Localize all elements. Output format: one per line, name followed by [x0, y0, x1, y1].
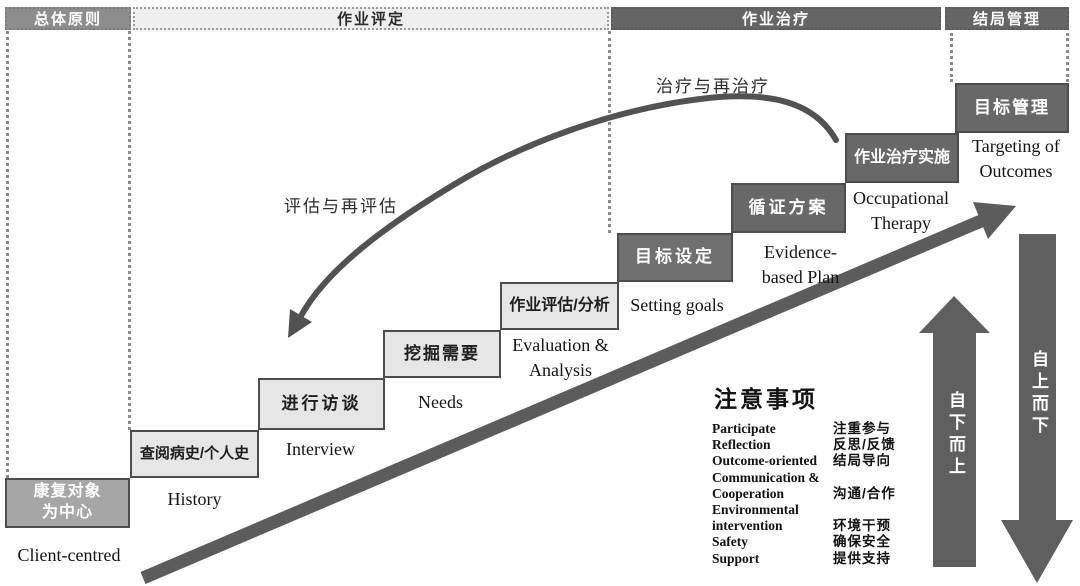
- note-row: Environmental: [712, 502, 917, 518]
- note-zh: 结局导向: [833, 453, 891, 469]
- notes-panel: 注意事项 Participate 注重参与 Reflection 反思/反馈 O…: [712, 380, 917, 567]
- note-row: Safety 确保安全: [712, 534, 917, 550]
- step-box-interview: 进行访谈: [258, 378, 385, 430]
- step-label-client-centred-en: Client-centred: [17, 545, 121, 565]
- note-zh: [833, 470, 917, 486]
- phase-header-outcome-management: 结局管理: [945, 7, 1069, 30]
- retreatment-loop-label: 治疗与再治疗: [656, 77, 770, 96]
- note-en: Environmental: [712, 502, 799, 518]
- phase-divider-line: [6, 31, 9, 478]
- note-en: Safety: [712, 534, 748, 550]
- phase-header-occupational-therapy: 作业治疗: [611, 7, 941, 30]
- step-label-interview-en: Interview: [286, 439, 355, 459]
- bottom-up-label: 自下而上: [946, 391, 965, 479]
- note-en: Cooperation: [712, 485, 784, 501]
- note-en: Communication &: [712, 469, 820, 485]
- note-zh: 注重参与: [833, 421, 891, 436]
- note-en: Reflection: [712, 437, 771, 453]
- reassessment-curved-arrow: [288, 93, 839, 338]
- phase-divider-line: [950, 33, 953, 82]
- step-label-occupational-therapy-en: Occupational Therapy: [853, 188, 949, 234]
- note-zh: 提供支持: [833, 550, 891, 566]
- phase-divider-line: [1066, 33, 1069, 82]
- main-progress-arrow: [140, 202, 1016, 584]
- note-zh: 环境干预: [833, 518, 891, 534]
- reassessment-loop-label: 评估与再评估: [284, 197, 398, 216]
- step-box-evaluation-analysis: 作业评估/分析: [500, 282, 619, 330]
- bottom-up-arrow: [919, 296, 990, 567]
- step-box-client-centred: 康复对象 为中心: [5, 478, 130, 528]
- step-box-goal-setting: 目标设定: [617, 233, 733, 282]
- step-label-evidence-based-plan-en: Evidence- based Plan: [761, 242, 840, 288]
- phase-divider-line: [128, 31, 131, 430]
- step-label-needs-en: Needs: [418, 392, 463, 412]
- step-box-outcome-management: 目标管理: [955, 83, 1069, 133]
- step-label-setting-goals-en: Setting goals: [630, 295, 724, 315]
- note-row: Cooperation 沟通/合作: [712, 486, 917, 502]
- step-label-evaluation-analysis-en: Evaluation & Analysis: [512, 335, 609, 381]
- note-en: Support: [712, 550, 760, 566]
- note-en: intervention: [712, 518, 783, 534]
- phase-divider-line: [608, 31, 611, 233]
- notes-title: 注意事项: [714, 386, 818, 412]
- step-label-targeting-outcomes-en: Targeting of Outcomes: [972, 136, 1060, 182]
- note-row: intervention 环境干预: [712, 518, 917, 534]
- note-en: Participate: [712, 421, 776, 436]
- note-row: Support 提供支持: [712, 551, 917, 567]
- step-label-history-en: History: [167, 489, 222, 509]
- step-box-needs: 挖掘需要: [383, 330, 501, 378]
- note-row: Participate 注重参与: [712, 421, 917, 437]
- phase-header-overall-principles: 总体原则: [5, 7, 131, 30]
- top-down-label: 自上而下: [1029, 350, 1048, 438]
- note-en: Outcome-oriented: [712, 453, 817, 469]
- note-zh: 沟通/合作: [833, 485, 896, 501]
- reassessment-arrowhead: [288, 309, 312, 338]
- note-zh: 反思/反馈: [833, 437, 896, 453]
- note-row: Communication &: [712, 470, 917, 486]
- note-row: Outcome-oriented 结局导向: [712, 453, 917, 469]
- note-row: Reflection 反思/反馈: [712, 437, 917, 453]
- step-box-evidence-based-plan: 循证方案: [731, 183, 846, 233]
- top-down-arrow: [1001, 234, 1073, 583]
- note-zh: 确保安全: [833, 534, 891, 550]
- note-zh: [833, 502, 917, 518]
- phase-header-occupational-assessment: 作业评定: [133, 7, 609, 30]
- step-box-history: 查阅病史/个人史: [130, 430, 259, 478]
- step-box-ot-implementation: 作业治疗实施: [845, 133, 959, 183]
